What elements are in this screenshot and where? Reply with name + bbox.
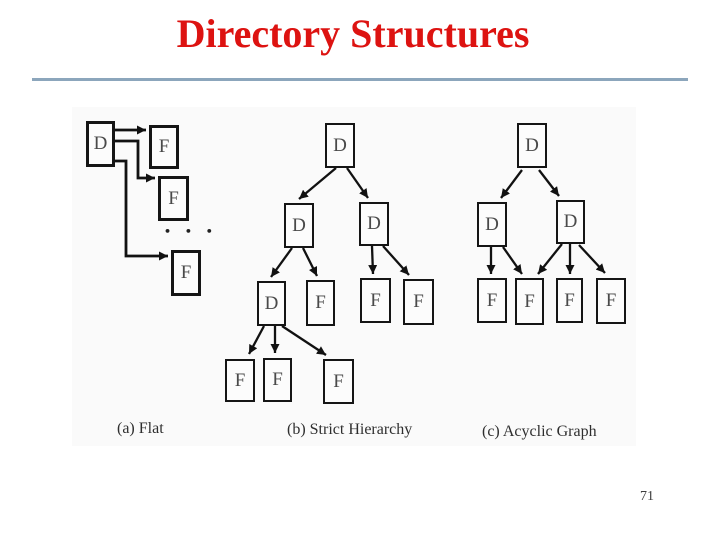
directory-structures-figure: D F F F • • • (a) Flat D D D D F F F F F… — [72, 107, 636, 446]
file-node: F — [360, 278, 391, 323]
file-node: F — [556, 278, 583, 323]
file-node: F — [403, 279, 434, 325]
file-node: F — [323, 359, 354, 404]
file-node: F — [477, 278, 507, 323]
file-node: F — [515, 278, 544, 325]
file-node: F — [171, 250, 201, 296]
file-node: F — [306, 280, 335, 326]
file-node: F — [149, 125, 179, 169]
directory-node: D — [284, 203, 314, 248]
directory-node: D — [477, 202, 507, 247]
file-node: F — [225, 359, 255, 402]
acyclic-arrows — [486, 169, 606, 275]
directory-node: D — [325, 123, 355, 168]
ellipsis-dots: • • • — [164, 225, 218, 238]
directory-node: D — [257, 281, 286, 326]
title-divider — [32, 78, 688, 81]
directory-node: D — [359, 202, 389, 246]
directory-node: D — [517, 123, 547, 168]
directory-node: D — [86, 121, 115, 167]
file-node: F — [158, 176, 189, 221]
hierarchy-arrows — [247, 167, 410, 356]
directory-node: D — [556, 200, 585, 244]
caption-acyclic-graph: (c) Acyclic Graph — [482, 423, 597, 440]
caption-flat: (a) Flat — [117, 420, 164, 437]
file-node: F — [596, 278, 626, 324]
caption-strict-hierarchy: (b) Strict Hierarchy — [287, 421, 413, 438]
slide-title: Directory Structures — [176, 11, 530, 56]
page-number: 71 — [640, 489, 654, 504]
file-node: F — [263, 358, 292, 402]
